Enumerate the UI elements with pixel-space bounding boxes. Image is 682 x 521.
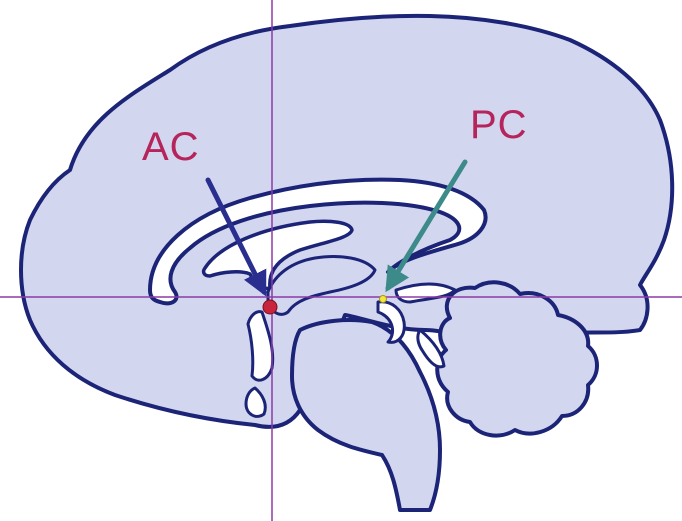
red-dot-icon (263, 300, 277, 314)
ac-label: AC (142, 125, 200, 169)
yellow-dot-icon (380, 296, 387, 303)
brainstem (292, 320, 440, 510)
pc-label: PC (470, 103, 528, 147)
